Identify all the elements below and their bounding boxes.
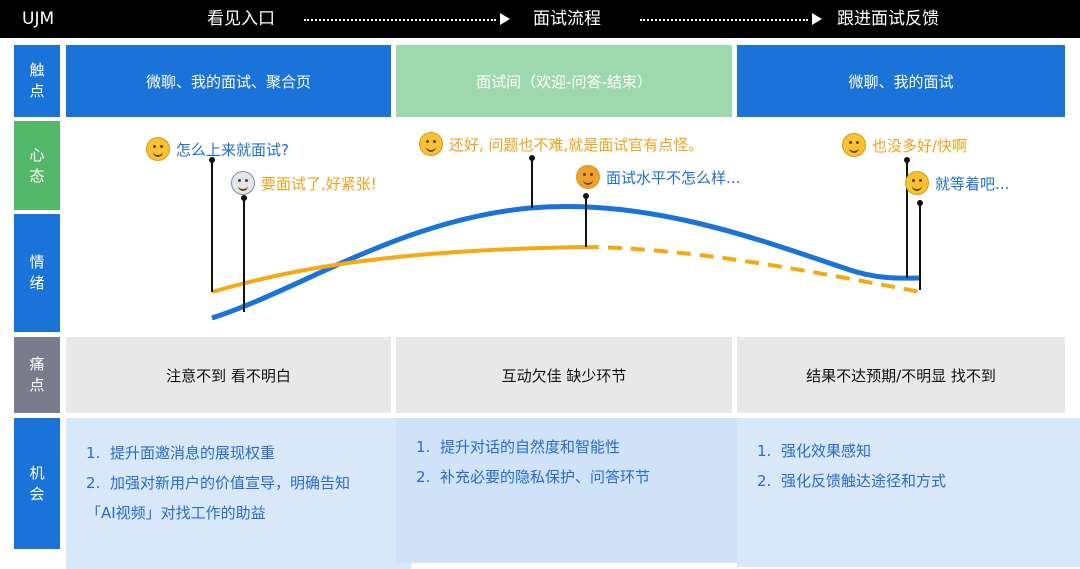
header-bar: UJM 看见入口 面试流程 跟进面试反馈	[0, 0, 1080, 38]
emotion-label: 面试水平不怎么样...	[576, 165, 740, 189]
item-number: 2.	[86, 474, 101, 492]
emotion-label: 就等着吧...	[905, 171, 1009, 195]
row-label-mindset: 心 态	[14, 121, 60, 210]
row-label-emotion: 情 绪	[14, 214, 60, 332]
orange-emotion-curve	[211, 245, 586, 294]
emotion-label: 要面试了,好紧张!	[231, 171, 377, 195]
row-label-char: 触	[29, 61, 45, 79]
ujm-label: UJM	[22, 9, 55, 29]
blue-emotion-curve	[211, 203, 921, 321]
item-text: 强化反馈触达途径和方式	[781, 472, 947, 490]
stage-connector-dots	[640, 19, 808, 21]
opportunity-cell: 1. 提升面邀消息的展现权重 2. 加强对新用户的价值宣导，明确告知 「AI视频」对…	[66, 418, 411, 569]
row-label-char: 绪	[29, 274, 45, 292]
touchpoint-cell: 面试间（欢迎-问答-结束）	[396, 45, 732, 117]
angry-face-icon	[576, 165, 600, 189]
row-label-char: 会	[29, 484, 45, 503]
list-item: 1. 提升对话的自然度和智能性	[416, 432, 650, 462]
emotion-label: 也没多好/快啊	[842, 133, 967, 157]
arrow-right-icon	[500, 13, 510, 25]
row-label-char: 态	[29, 166, 45, 185]
arrow-right-icon	[812, 13, 822, 25]
screaming-face-icon	[231, 171, 255, 195]
list-item: 1. 强化效果感知	[757, 436, 946, 466]
opportunity-cell: 1. 提升对话的自然度和智能性 2. 补充必要的隐私保护、问答环节	[396, 418, 752, 563]
pensive-face-icon	[842, 133, 866, 157]
opportunity-cell: 1. 强化效果感知 2. 强化反馈触达途径和方式	[737, 418, 1080, 567]
item-number: 1.	[757, 442, 772, 460]
item-text: 加强对新用户的价值宣导，明确告知	[110, 474, 351, 492]
opportunity-list: 1. 提升面邀消息的展现权重 2. 加强对新用户的价值宣导，明确告知 「AI视频」对…	[86, 438, 350, 528]
pain-point-cell: 结果不达预期/不明显 找不到	[737, 337, 1065, 413]
list-item: 2. 补充必要的隐私保护、问答环节	[416, 462, 650, 492]
row-label-char: 心	[29, 145, 45, 164]
item-number: 1.	[416, 438, 431, 456]
list-item: 1. 提升面邀消息的展现权重	[86, 438, 350, 468]
item-text: 提升面邀消息的展现权重	[110, 444, 276, 462]
emotion-text: 怎么上来就面试?	[176, 140, 289, 159]
emotion-label: 还好, 问题也不难,就是面试官有点怪。	[419, 132, 703, 156]
touchpoint-cell: 微聊、我的面试	[737, 45, 1065, 117]
expressionless-face-icon	[905, 171, 929, 195]
opportunity-list: 1. 强化效果感知 2. 强化反馈触达途径和方式	[757, 436, 946, 496]
list-item-continuation: 「AI视频」对找工作的助益	[86, 504, 266, 522]
stage-label-followup: 跟进面试反馈	[837, 9, 939, 29]
item-number: 2.	[416, 468, 431, 486]
pain-point-cell: 注意不到 看不明白	[66, 337, 391, 413]
emotion-text: 要面试了,好紧张!	[261, 174, 377, 193]
row-label-char: 机	[29, 463, 45, 482]
item-text: 补充必要的隐私保护、问答环节	[440, 468, 651, 486]
emotion-text: 也没多好/快啊	[872, 136, 968, 155]
row-label-char: 点	[29, 376, 45, 394]
row-label-touchpoint: 触 点	[14, 45, 60, 117]
emotion-text: 还好, 问题也不难,就是面试官有点怪。	[449, 135, 704, 154]
row-label-char: 点	[29, 82, 45, 100]
emotion-label: 怎么上来就面试?	[146, 137, 289, 161]
pain-point-cell: 互动欠佳 缺少环节	[396, 337, 732, 413]
list-item: 2. 强化反馈触达途径和方式	[757, 466, 946, 496]
stage-label-interview: 面试流程	[533, 9, 601, 29]
stage-connector-dots	[304, 19, 496, 21]
item-text: 强化效果感知	[781, 442, 872, 460]
item-number: 1.	[86, 444, 101, 462]
opportunity-list: 1. 提升对话的自然度和智能性 2. 补充必要的隐私保护、问答环节	[416, 432, 650, 492]
smiling-face-icon	[419, 132, 443, 156]
emotion-text: 就等着吧...	[935, 174, 1010, 193]
row-label-char: 情	[29, 253, 45, 271]
item-text: 提升对话的自然度和智能性	[440, 438, 621, 456]
row-label-char: 痛	[29, 355, 45, 373]
stage-label-entry: 看见入口	[207, 9, 275, 29]
row-label-opportunity: 机 会	[14, 418, 60, 549]
item-number: 2.	[757, 472, 772, 490]
row-label-pain: 痛 点	[14, 337, 60, 413]
emotion-pins	[211, 158, 921, 312]
orange-emotion-curve-dashed	[584, 245, 921, 294]
emotion-text: 面试水平不怎么样...	[606, 168, 741, 187]
skeptical-face-icon	[146, 137, 170, 161]
list-item: 2. 加强对新用户的价值宣导，明确告知	[86, 468, 350, 498]
touchpoint-cell: 微聊、我的面试、聚合页	[66, 45, 391, 117]
